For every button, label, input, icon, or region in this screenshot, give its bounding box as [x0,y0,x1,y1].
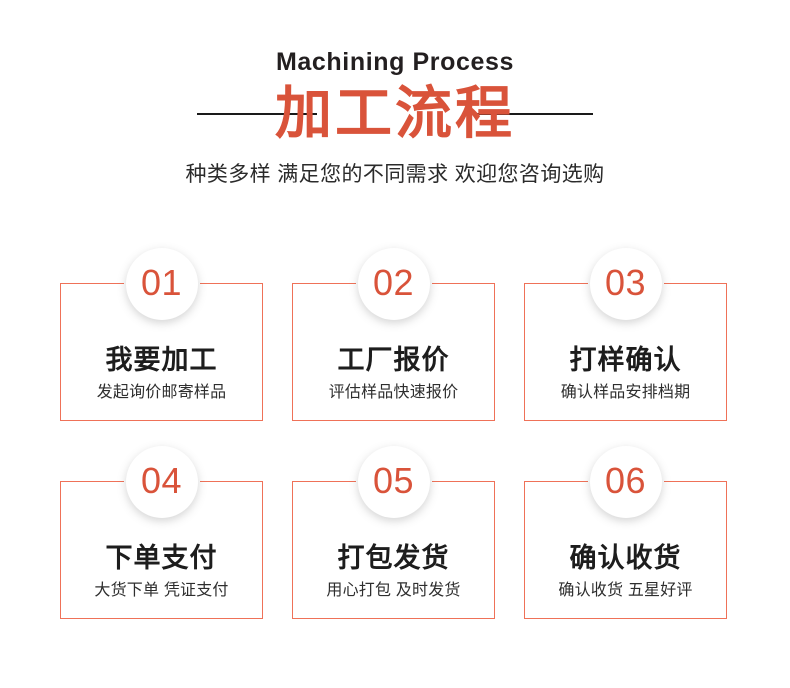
header-title-row: 加工流程 [0,83,790,145]
step-card-body: 确认收货 确认收货 五星好评 [525,543,726,600]
step-title: 确认收货 [569,542,682,573]
process-step-card: 03 打样确认 确认样品安排档期 [524,248,727,421]
decorative-rule-left [197,112,317,115]
step-card-body: 打样确认 确认样品安排档期 [525,345,726,402]
step-number: 05 [372,460,415,501]
page-title: 加工流程 [275,81,515,145]
step-number: 01 [140,262,183,303]
step-title: 打样确认 [569,344,682,375]
process-step-card: 04 下单支付 大货下单 凭证支付 [60,446,263,619]
step-number-badge: 02 [357,248,430,320]
process-step-card: 01 我要加工 发起询价邮寄样品 [60,248,263,421]
step-description: 确认收货 五星好评 [558,581,693,599]
step-number-badge: 05 [357,446,430,518]
step-description: 确认样品安排档期 [560,383,691,401]
step-card-body: 下单支付 大货下单 凭证支付 [61,543,262,600]
step-card-body: 工厂报价 评估样品快速报价 [293,345,494,402]
step-number-badge: 04 [125,446,198,518]
step-title: 工厂报价 [337,344,450,375]
step-number-badge: 01 [125,248,198,320]
step-card-body: 我要加工 发起询价邮寄样品 [61,345,262,402]
page-header: Machining Process 加工流程 种类多样 满足您的不同需求 欢迎您… [0,0,790,187]
process-step-card: 02 工厂报价 评估样品快速报价 [292,248,495,421]
step-title: 下单支付 [105,542,218,573]
process-steps-grid: 01 我要加工 发起询价邮寄样品 02 工厂报价 评估样品快速报价 03 打样确… [60,248,731,619]
step-description: 发起询价邮寄样品 [96,383,227,401]
process-step-card: 05 打包发货 用心打包 及时发货 [292,446,495,619]
process-step-card: 06 确认收货 确认收货 五星好评 [524,446,727,619]
header-subtitle: 种类多样 满足您的不同需求 欢迎您咨询选购 [185,162,605,186]
step-card-body: 打包发货 用心打包 及时发货 [293,543,494,600]
step-title: 我要加工 [105,344,218,375]
step-number: 02 [372,262,415,303]
step-description: 用心打包 及时发货 [326,581,461,599]
step-number-badge: 06 [589,446,662,518]
step-number-badge: 03 [589,248,662,320]
header-eyebrow-english: Machining Process [275,48,515,76]
step-number: 03 [604,262,647,303]
step-number: 04 [140,460,183,501]
step-title: 打包发货 [337,542,450,573]
decorative-rule-right [473,112,593,115]
step-number: 06 [604,460,647,501]
step-description: 评估样品快速报价 [328,383,459,401]
step-description: 大货下单 凭证支付 [94,581,229,599]
